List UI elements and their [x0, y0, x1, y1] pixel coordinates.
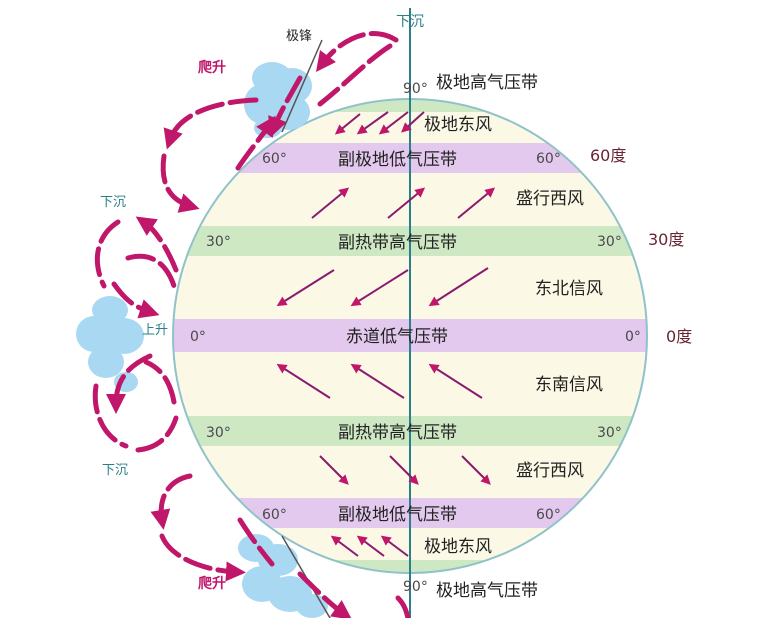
wind-arrow	[350, 363, 405, 399]
zone-label-westerly-south: 盛行西风	[516, 461, 584, 481]
wind-arrow	[457, 187, 496, 219]
wind-arrow	[356, 535, 385, 557]
cell-polar-top-arc	[315, 31, 399, 72]
deg-left-0: 0°	[190, 329, 206, 345]
band-label-subtropical-high-south: 副热带高气压带	[338, 423, 457, 443]
band-label-subtropical-high-north: 副热带高气压带	[338, 233, 457, 253]
pole-top-degree: 90°	[403, 81, 428, 97]
cell-hadley-n-bottom	[111, 281, 160, 319]
cell-hadley-n-left	[94, 219, 121, 289]
cell-ferrel-up	[235, 115, 276, 171]
deg-left-30-south: 30°	[206, 425, 231, 441]
label-climb-top: 爬升	[198, 59, 226, 76]
band-label-equatorial-low: 赤道低气压带	[346, 327, 448, 347]
deg-left-60-north: 60°	[262, 151, 287, 167]
cell-ferrel-s-down	[150, 473, 193, 530]
wind-arrow	[461, 455, 491, 485]
wind-arrow	[334, 113, 361, 135]
right-degree-30: 30度	[648, 230, 684, 249]
cell-ferrel-top	[163, 97, 259, 150]
wind-arrow	[428, 363, 483, 399]
deg-right-0: 0°	[625, 329, 641, 345]
wind-arrow	[319, 455, 349, 485]
wind-arrow	[276, 363, 331, 399]
label-sink-lower: 下沉	[102, 463, 128, 478]
zone-label-polar-easterly-south: 极地东风	[424, 537, 492, 557]
wind-arrow	[378, 111, 409, 135]
cell-polar-down	[268, 75, 303, 138]
label-climb-bottom: 爬升	[198, 575, 226, 592]
cell-hadley-n-inner	[125, 253, 177, 289]
cell-polar-inner	[317, 43, 393, 107]
wind-arrow	[356, 111, 389, 135]
cell-ferrel-s-up	[237, 517, 275, 567]
cell-polar-s-down	[297, 571, 353, 618]
axis-top-label: 下沉	[396, 14, 424, 30]
label-sink-upper: 下沉	[100, 195, 126, 210]
pole-bottom-degree: 90°	[403, 579, 428, 595]
deg-right-30-north: 30°	[597, 234, 622, 250]
cell-hadley-n-top	[135, 216, 179, 273]
right-degree-0: 0度	[666, 327, 692, 346]
polar-front-north	[281, 39, 323, 133]
deg-right-60-south: 60°	[536, 507, 561, 523]
deg-right-60-north: 60°	[536, 151, 561, 167]
cell-hadley-s-inner	[143, 359, 177, 405]
band-label-polar-high-south: 极地高气压带	[436, 581, 538, 601]
cell-hadley-s-top	[106, 353, 153, 414]
cell-polar-s-right	[395, 595, 411, 618]
cell-hadley-s-left	[92, 383, 129, 449]
wind-arrow	[330, 535, 359, 557]
band-label-polar-high-north: 极地高气压带	[436, 73, 538, 93]
label-rise: 上升	[142, 323, 168, 338]
deg-left-60-south: 60°	[262, 507, 287, 523]
zone-label-ne-trades: 东北信风	[535, 279, 603, 299]
wind-arrow	[389, 455, 419, 485]
cloud-equator	[76, 296, 144, 392]
cell-ferrel-s-bottom	[159, 533, 246, 582]
cell-hadley-s-bottom	[135, 415, 179, 453]
right-degree-60: 60度	[590, 146, 626, 165]
surface-wind-arrows	[276, 111, 496, 557]
band-label-subpolar-low-south: 副极地低气压带	[338, 505, 457, 525]
zone-label-westerly-north: 盛行西风	[516, 189, 584, 209]
wind-arrow	[380, 535, 409, 557]
deg-right-30-south: 30°	[597, 425, 622, 441]
wind-arrow	[387, 187, 426, 219]
label-polar-front: 极锋	[286, 29, 312, 44]
wind-arrow	[276, 269, 335, 307]
cell-ferrel-down	[160, 153, 200, 213]
wind-arrow	[350, 269, 409, 307]
wind-arrow	[428, 267, 489, 307]
zone-label-polar-easterly-north: 极地东风	[424, 115, 492, 135]
wind-arrow	[311, 187, 350, 219]
circulation-cells	[92, 31, 411, 618]
deg-left-30-north: 30°	[206, 234, 231, 250]
zone-label-se-trades: 东南信风	[535, 375, 603, 395]
band-label-subpolar-low-north: 副极地低气压带	[338, 150, 457, 170]
wind-arrow	[401, 111, 425, 133]
